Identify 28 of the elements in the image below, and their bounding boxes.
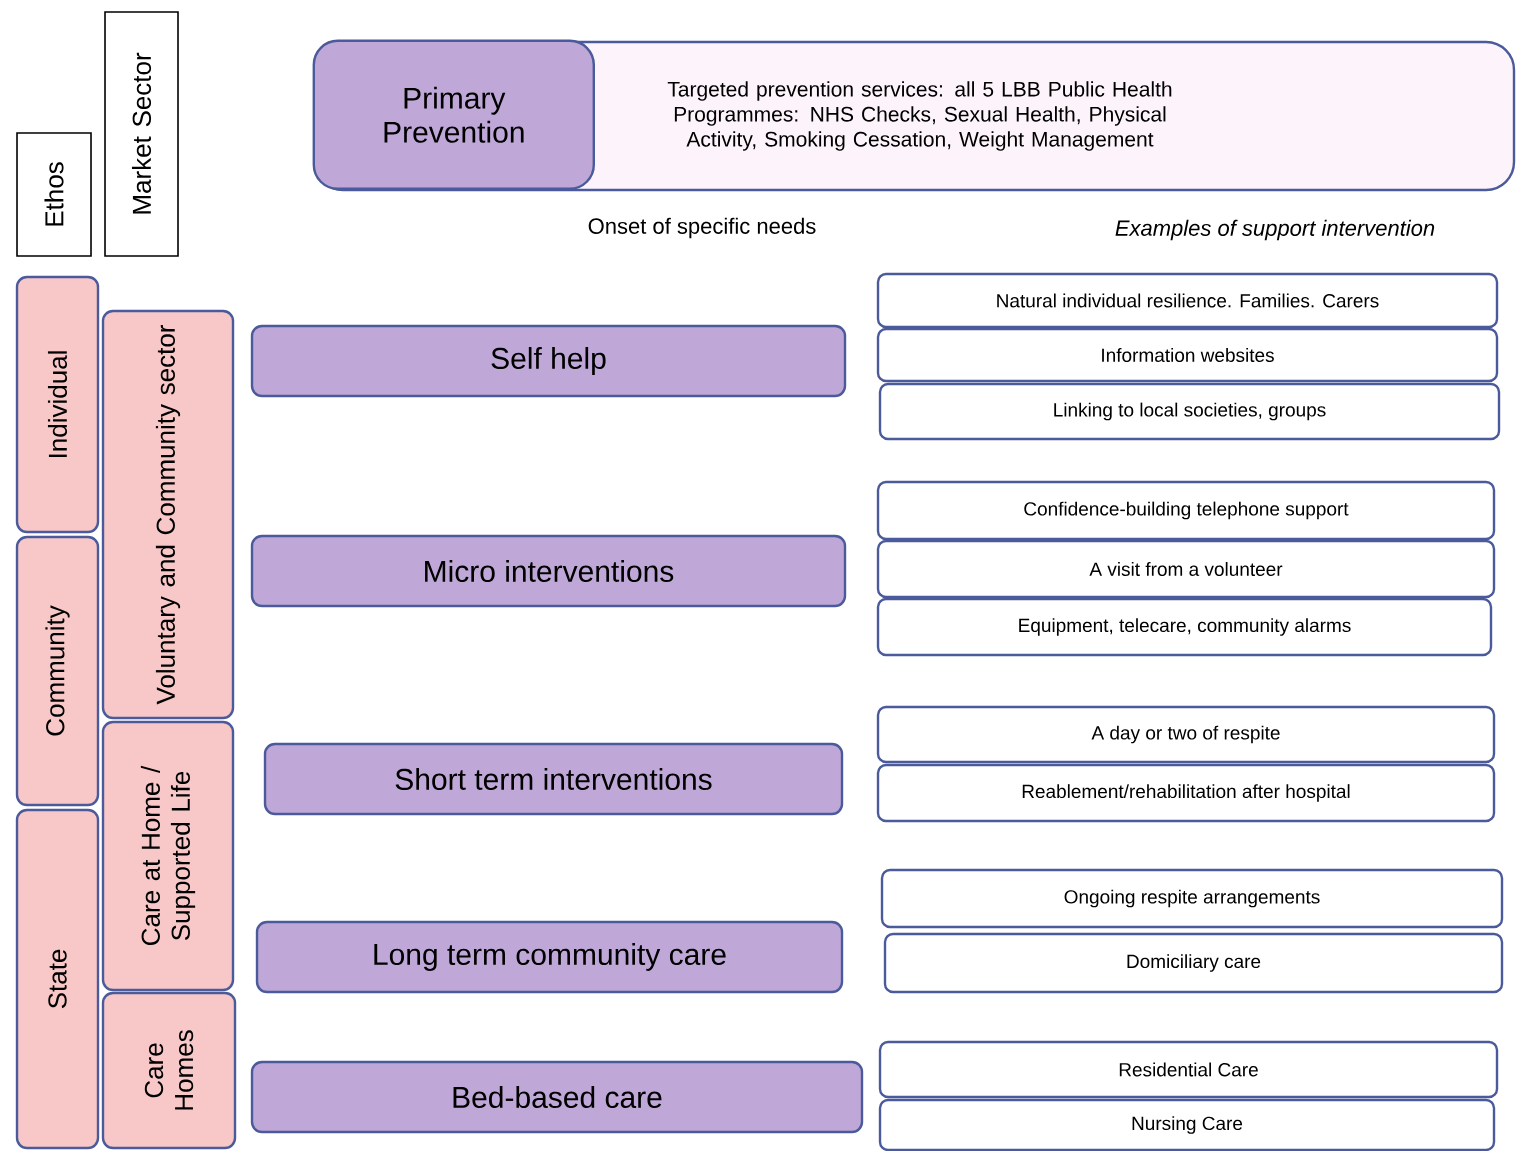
example-box: Natural individual resilience. Families. Carers (876, 272, 1499, 329)
sector-box: Individual (15, 275, 100, 534)
example-box: Confidence-building telephone support (876, 480, 1496, 541)
level-box: Primary Prevention (312, 39, 595, 190)
example-box: Reablement/rehabilitation after hospital (876, 763, 1496, 823)
column-heading: Examples of support intervention (1115, 219, 1435, 241)
column-heading: Onset of specific needs (588, 217, 816, 239)
example-box: Linking to local societies, groups (878, 382, 1501, 441)
example-box: Residential Care (878, 1040, 1499, 1099)
level-box: Long term community care (255, 920, 844, 994)
example-box: Domiciliary care (883, 932, 1504, 994)
header-box: Market Sector (104, 11, 179, 257)
sector-box: Voluntary and Community sector (101, 309, 235, 720)
example-box: Information websites (876, 327, 1499, 383)
level-box: Bed-based care (250, 1060, 864, 1134)
sector-box: State (15, 808, 100, 1150)
example-box: A day or two of respite (876, 705, 1496, 764)
example-box: Equipment, telecare, community alarms (876, 597, 1493, 657)
sector-box: Community (15, 535, 100, 807)
level-box: Self help (250, 324, 847, 398)
example-box: Nursing Care (878, 1098, 1496, 1151)
level-box: Micro interventions (250, 534, 847, 608)
sector-box: Care Homes (101, 991, 237, 1150)
sector-box: Care at Home / Supported Life (101, 720, 235, 992)
example-box: A visit from a volunteer (876, 539, 1496, 599)
example-box: Ongoing respite arrangements (880, 868, 1504, 929)
header-box: Ethos (16, 132, 92, 257)
level-box: Short term interventions (263, 742, 844, 816)
